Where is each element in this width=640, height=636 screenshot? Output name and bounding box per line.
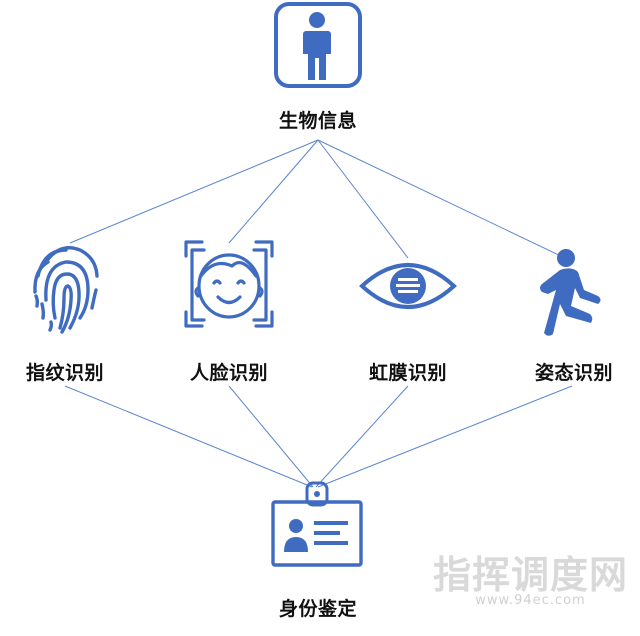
running-person-icon — [540, 249, 601, 336]
label-iris-recognition: 虹膜识别 — [368, 362, 448, 384]
watermark-main: 指挥调度网 — [432, 553, 628, 597]
line-top-fingerprint — [69, 139, 319, 244]
label-biometric-info: 生物信息 — [278, 110, 358, 132]
line-top-iris — [317, 139, 409, 259]
line-iris-bottom — [315, 385, 409, 488]
line-face-bottom — [228, 385, 314, 488]
label-identity-verification: 身份鉴定 — [278, 598, 358, 620]
face-scan-icon — [184, 240, 274, 328]
watermark: 指挥调度网 www.94ec.com — [433, 544, 628, 608]
label-face-recognition: 人脸识别 — [189, 362, 269, 384]
line-top-face — [228, 139, 319, 244]
person-icon — [274, 2, 362, 88]
label-gait-recognition: 姿态识别 — [534, 362, 614, 384]
line-gait-bottom — [317, 385, 573, 488]
line-top-gait — [317, 139, 566, 259]
line-fingerprint-bottom — [64, 385, 313, 488]
connector-lines — [64, 139, 573, 488]
watermark-sub: www.94ec.com — [475, 593, 586, 608]
id-badge-icon — [271, 481, 363, 567]
label-fingerprint-recognition: 指纹识别 — [25, 362, 105, 384]
iris-eye-icon — [359, 263, 457, 309]
fingerprint-icon — [33, 246, 99, 334]
